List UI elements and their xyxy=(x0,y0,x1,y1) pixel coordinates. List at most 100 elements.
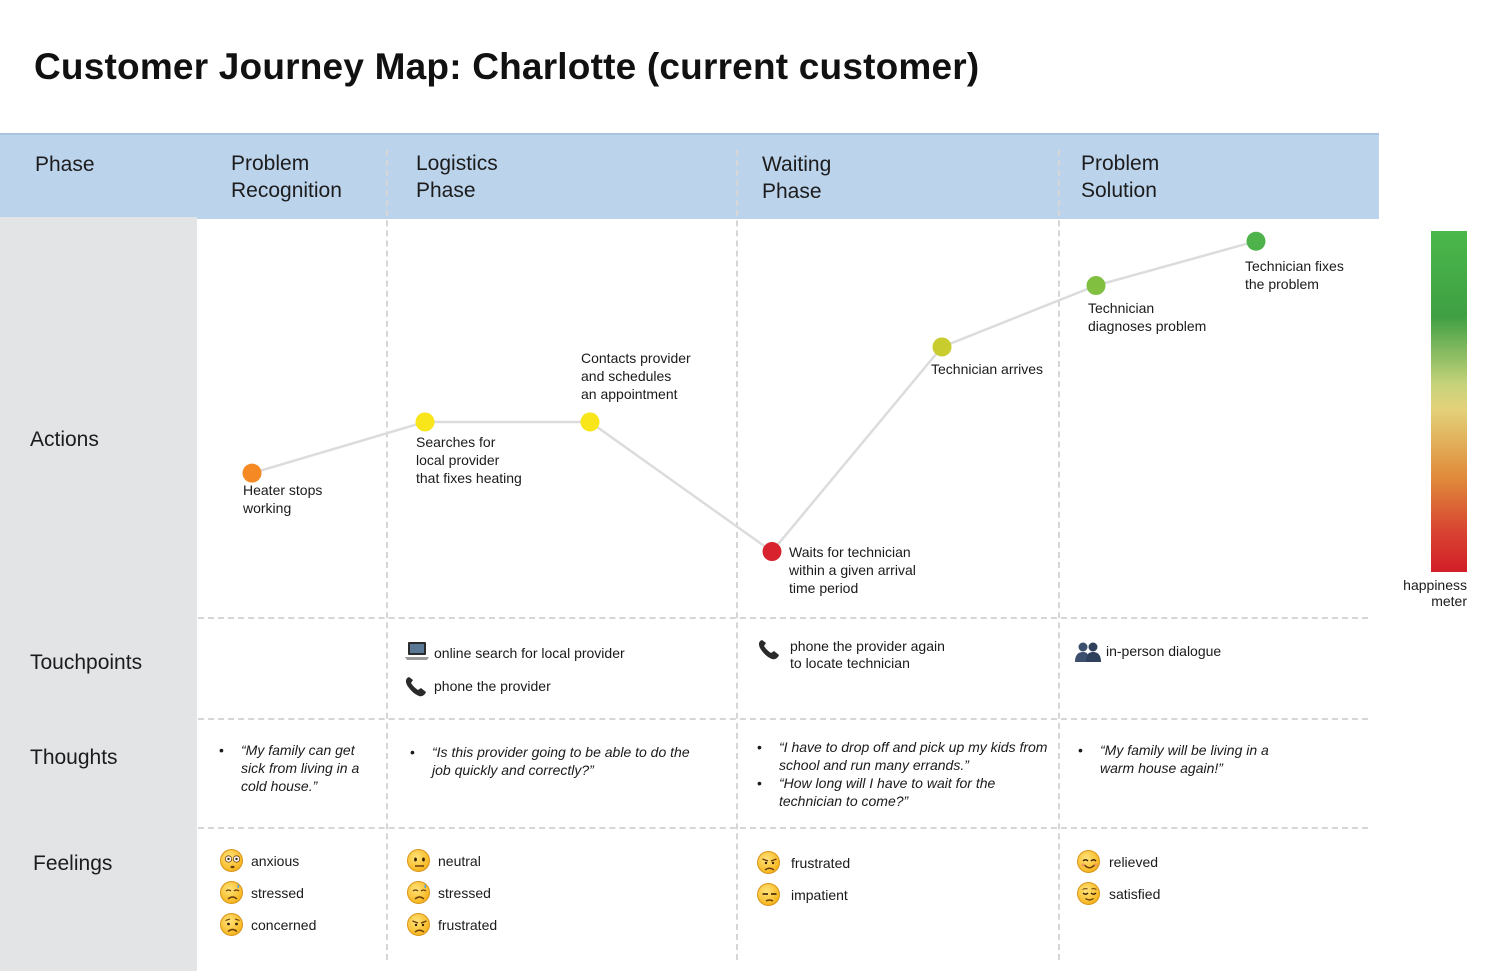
phase-title-line: Phase xyxy=(762,180,822,203)
flushed-icon xyxy=(220,849,243,872)
action-label-fixes: Technician fixes the problem xyxy=(1245,257,1344,293)
thought-problem-solution: • “My family will be living in a warm hou… xyxy=(1078,741,1290,777)
angry-icon xyxy=(407,913,430,936)
angry-icon xyxy=(757,851,780,874)
phase-title-line: Problem xyxy=(231,152,310,175)
action-label-line: working xyxy=(243,500,292,516)
action-label-searches: Searches for local provider that fixes h… xyxy=(416,433,522,487)
action-label-line: an appointment xyxy=(581,386,678,402)
action-label-heater-stops: Heater stops working xyxy=(243,481,322,517)
feeling-label: frustrated xyxy=(438,916,498,933)
action-label-line: diagnoses problem xyxy=(1088,318,1207,334)
phase-title-line: Solution xyxy=(1081,179,1157,202)
thought-problem-recognition: • “My family can get sick from living in … xyxy=(219,741,376,795)
action-label-contacts: Contacts provider and schedules an appoi… xyxy=(581,349,691,403)
touchpoint-text: online search for local provider xyxy=(434,645,625,661)
phase-waiting: Waiting Phase xyxy=(762,151,831,205)
journey-points xyxy=(242,231,1266,562)
action-label-waits: Waits for technician within a given arri… xyxy=(789,543,916,597)
thought-item: •“How long will I have to wait for the t… xyxy=(757,774,1049,810)
phone-icon xyxy=(404,675,434,701)
feeling-relieved: relieved xyxy=(1077,850,1158,873)
bullet: • xyxy=(219,742,224,758)
journey-line xyxy=(251,240,1257,554)
thought-item: • “My family will be living in a warm hou… xyxy=(1078,741,1290,777)
feeling-impatient: impatient xyxy=(757,883,848,906)
people-icon xyxy=(1075,641,1106,667)
smile-icon xyxy=(1077,850,1100,873)
phase-title-line: Logistics xyxy=(416,152,498,175)
page-title: Customer Journey Map: Charlotte (current… xyxy=(34,46,980,87)
journey-point xyxy=(1246,231,1266,251)
row-divider xyxy=(198,827,1368,829)
action-label-line: within a given arrival xyxy=(789,562,916,578)
phase-problem-recognition: Problem Recognition xyxy=(231,150,342,204)
touchpoint-phone-provider: phone the provider xyxy=(404,675,551,701)
touchpoints-row-label: Touchpoints xyxy=(30,651,143,674)
action-label-line: the problem xyxy=(1245,276,1319,292)
bullet: • xyxy=(410,744,415,760)
feeling-label: impatient xyxy=(791,886,848,903)
feeling-frustrated: frustrated xyxy=(407,913,497,936)
action-label-line: Contacts provider xyxy=(581,350,691,366)
sad-sweat-icon xyxy=(220,881,243,904)
action-label-line: local provider xyxy=(416,452,500,468)
feeling-stressed: stressed xyxy=(407,881,491,904)
journey-point xyxy=(580,412,600,432)
thought-text: “My family can get sick from living in a… xyxy=(241,742,360,794)
journey-point xyxy=(242,463,262,483)
action-label-line: Heater stops xyxy=(243,482,323,498)
action-label-line: and schedules xyxy=(581,368,672,384)
thought-text: “My family will be living in a warm hous… xyxy=(1100,742,1269,776)
phase-row-label: Phase xyxy=(35,153,95,176)
phase-divider xyxy=(1058,150,1060,960)
thoughts-row-label: Thoughts xyxy=(30,746,118,769)
thought-waiting: •“I have to drop off and pick up my kids… xyxy=(757,738,1049,810)
neutral-icon xyxy=(407,849,430,872)
action-label-line: Waits for technician xyxy=(789,544,911,560)
phase-problem-solution: Problem Solution xyxy=(1081,150,1159,204)
feeling-label: neutral xyxy=(438,852,481,869)
feeling-satisfied: satisfied xyxy=(1077,882,1160,905)
phase-title-line: Problem xyxy=(1081,152,1160,175)
thought-item: • “My family can get sick from living in … xyxy=(219,741,376,795)
phase-divider xyxy=(736,150,738,960)
phase-title-line: Recognition xyxy=(231,179,342,202)
phase-title-line: Waiting xyxy=(762,153,832,176)
action-label-line: time period xyxy=(789,580,859,596)
phase-logistics: Logistics Phase xyxy=(416,150,498,204)
laptop-icon xyxy=(404,640,434,666)
happiness-meter-label: happiness meter xyxy=(1396,577,1467,609)
action-label-line: that fixes heating xyxy=(416,470,522,486)
phase-header-band xyxy=(0,133,1379,219)
row-divider xyxy=(198,617,1368,619)
thought-item: • “Is this provider going to be able to d… xyxy=(410,743,707,779)
thought-text: “Is this provider going to be able to do… xyxy=(432,744,690,778)
action-label-arrives: Technician arrives xyxy=(931,360,1043,378)
journey-point xyxy=(932,337,952,357)
touchpoint-text: phone the provider again to locate techn… xyxy=(790,638,945,672)
feeling-label: anxious xyxy=(251,852,300,869)
unamused-icon xyxy=(757,883,780,906)
meter-label-line: meter xyxy=(1431,593,1467,609)
worried-icon xyxy=(220,913,243,936)
feeling-label: stressed xyxy=(438,884,491,901)
action-label-line: Searches for xyxy=(416,434,496,450)
sad-sweat-icon xyxy=(407,881,430,904)
bullet: • xyxy=(1078,742,1083,758)
feeling-neutral: neutral xyxy=(407,849,481,872)
thought-text: “I have to drop off and pick up my kids … xyxy=(779,739,1048,773)
actions-row-label: Actions xyxy=(30,428,99,451)
touchpoint-text: phone the provider xyxy=(434,678,551,694)
touchpoint-text-line: phone the provider again xyxy=(790,638,945,654)
happiness-meter-bar xyxy=(1431,231,1467,572)
feeling-frustrated: frustrated xyxy=(757,851,850,874)
thought-logistics: • “Is this provider going to be able to d… xyxy=(410,743,707,779)
touchpoint-phone-again: phone the provider again to locate techn… xyxy=(757,638,945,672)
thought-item: •“I have to drop off and pick up my kids… xyxy=(757,738,1049,774)
feeling-label: frustrated xyxy=(791,854,851,871)
feeling-concerned: concerned xyxy=(220,913,316,936)
phone-icon xyxy=(757,638,790,664)
feelings-row-label: Feelings xyxy=(33,852,113,875)
